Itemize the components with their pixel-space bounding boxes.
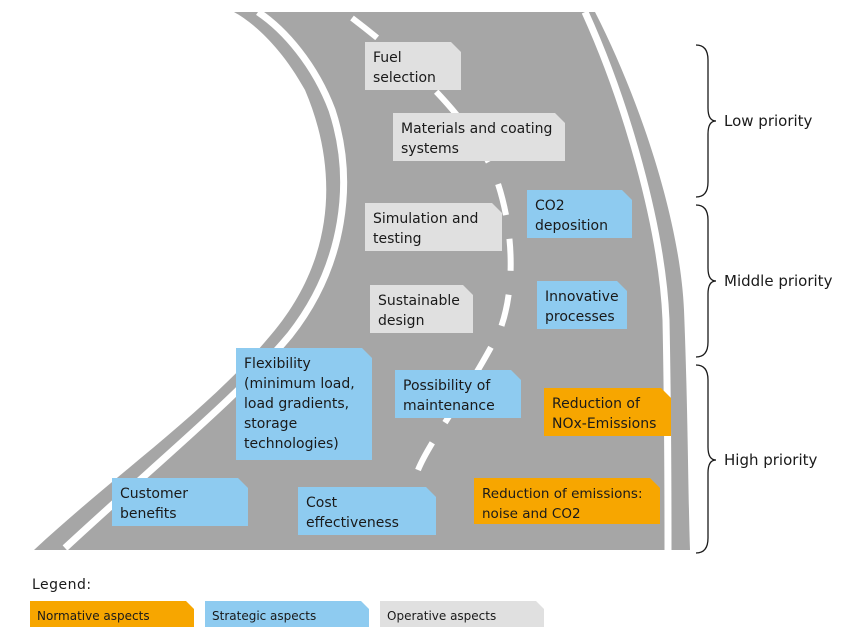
card-reduction-of-nox-emissions: Reduction of NOx-Emissions	[544, 388, 671, 436]
priority-brace-low	[695, 44, 717, 198]
card-flexibility: Flexibility (minimum load, load gradient…	[236, 348, 372, 460]
priority-label-low: Low priority	[724, 112, 813, 130]
card-materials-and-coating-systems: Materials and coating systems	[393, 113, 565, 161]
priority-brace-high	[695, 364, 717, 554]
card-simulation-and-testing: Simulation and testing	[365, 203, 502, 251]
card-customer-benefits: Customer benefits	[112, 478, 248, 526]
legend-item-normative: Normative aspects	[30, 601, 194, 627]
priority-label-high: High priority	[724, 451, 818, 469]
road-edge-line-right	[581, 10, 672, 551]
card-co2-deposition: CO2 deposition	[527, 190, 632, 238]
card-sustainable-design: Sustainable design	[370, 285, 473, 333]
legend-item-operative: Operative aspects	[380, 601, 544, 627]
priority-label-middle: Middle priority	[724, 272, 833, 290]
card-cost-effectiveness: Cost effectiveness	[298, 487, 436, 535]
card-fuel-selection: Fuel selection	[365, 42, 461, 90]
card-possibility-of-maintenance: Possibility of maintenance	[395, 370, 521, 418]
road-edge-line-left	[62, 9, 348, 551]
card-reduction-of-emissions: Reduction of emissions: noise and CO2	[474, 478, 660, 524]
legend-title: Legend:	[32, 577, 92, 593]
card-innovative-processes: Innovative processes	[537, 281, 627, 329]
legend-item-strategic: Strategic aspects	[205, 601, 369, 627]
priority-brace-middle	[695, 204, 717, 358]
